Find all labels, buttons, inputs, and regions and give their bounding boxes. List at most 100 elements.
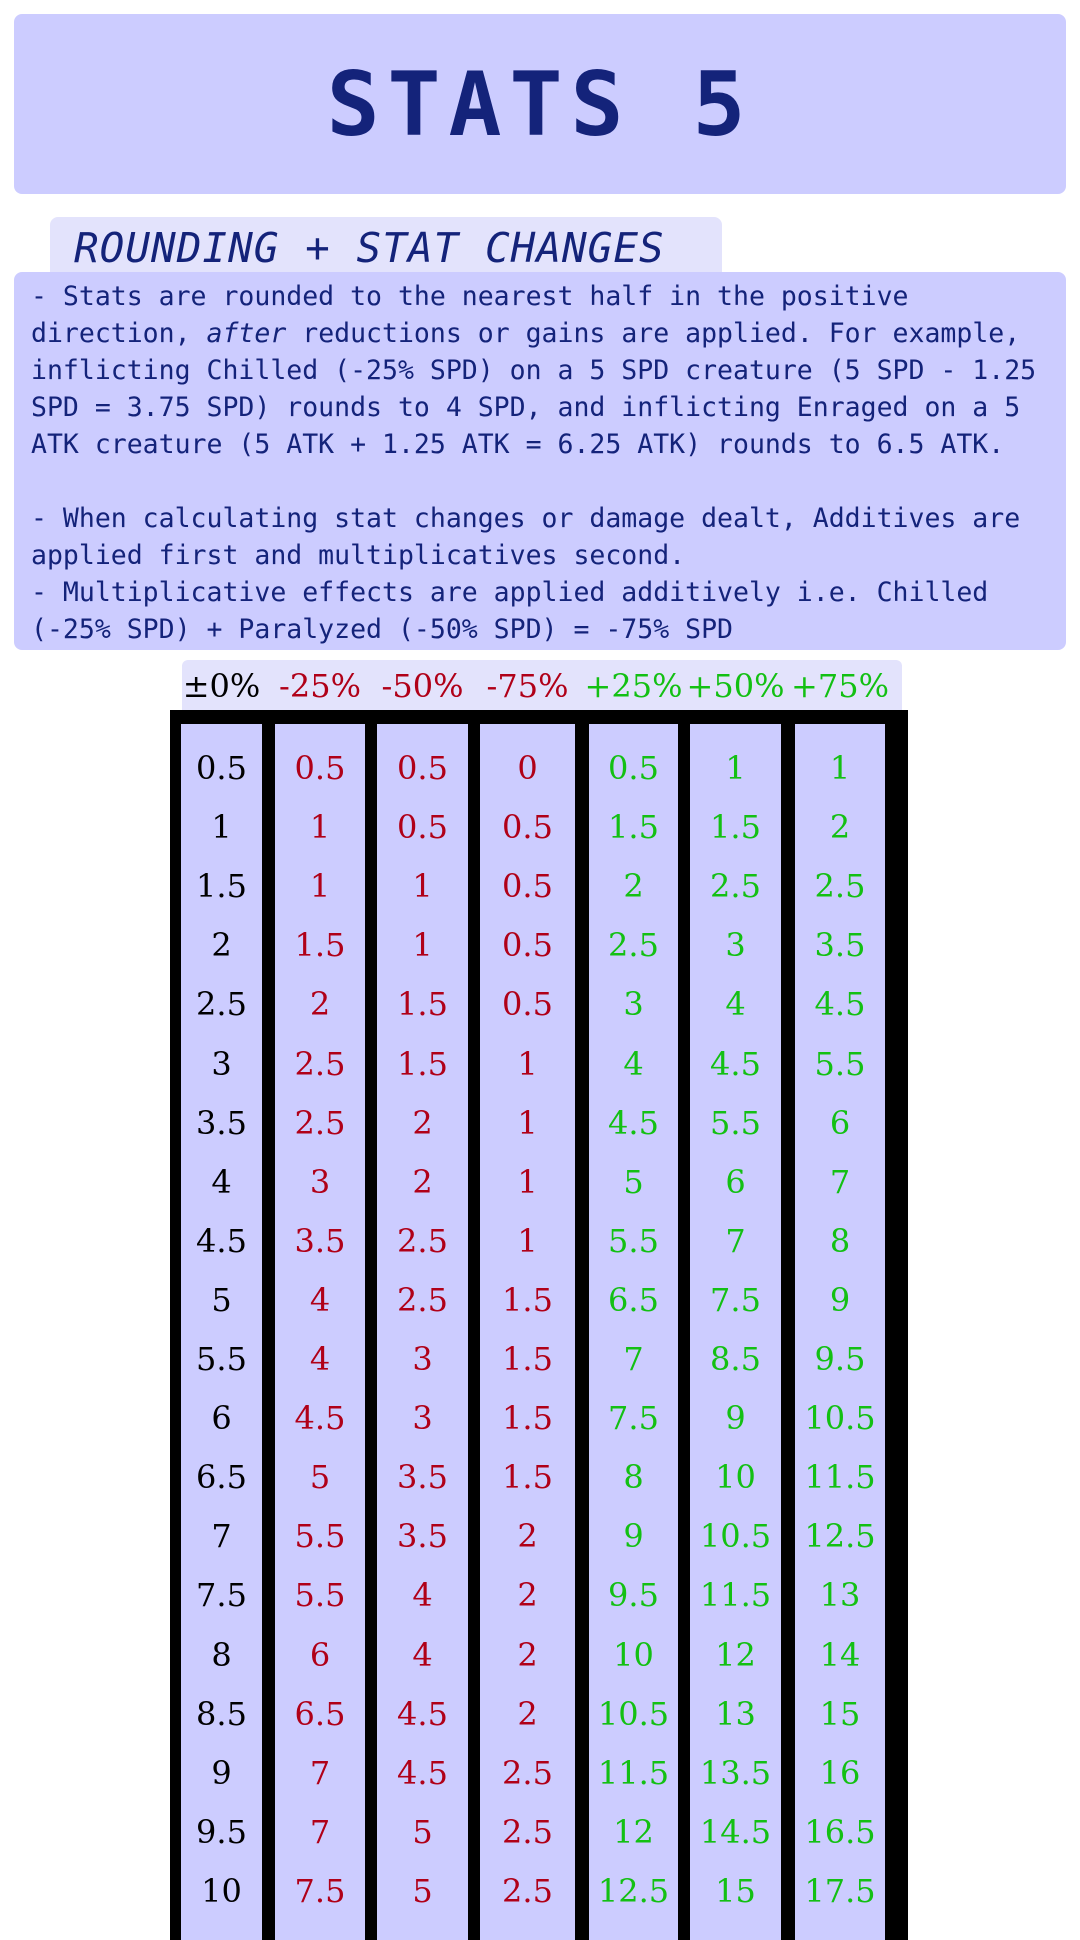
table-cell: 4 [309,1280,331,1319]
table-cell: 7.5 [608,1399,659,1438]
table-cell: 15 [819,1694,861,1733]
table-cell: 6 [211,1399,232,1438]
table-cell: 10.5 [804,1399,876,1438]
table-cell: 2 [412,1103,433,1142]
table-cell: 5.5 [196,1340,247,1378]
table-cell: 11.5 [804,1458,876,1497]
table-cell: 1 [309,867,331,906]
table-cell: 12 [715,1635,756,1674]
table-cell: 5 [412,1871,433,1910]
table-cell: 4.5 [814,985,866,1024]
table-cell: 6.5 [196,1458,247,1497]
table-cell: 5 [623,1162,644,1201]
section-title: ROUNDING + STAT CHANGES [74,224,665,272]
table-cell: 4.5 [196,1221,247,1260]
table-cell: 2.5 [294,1044,346,1083]
table-cell: 4 [725,985,746,1024]
table-cell: 5.5 [814,1044,866,1083]
description-panel: - Stats are rounded to the nearest half … [14,272,1066,650]
table-cell: 9 [725,1399,746,1438]
table-cell: 2 [623,867,644,906]
table-cell: 1.5 [502,1458,553,1497]
table-cell: 8.5 [196,1694,247,1733]
column-header: +25% [584,667,683,705]
table-cell: 3 [211,1044,232,1083]
table-cell: 2.5 [502,1812,553,1851]
table-cell: 7.5 [710,1280,761,1319]
column-header: ±0% [182,667,261,705]
table-cell: 6 [725,1162,746,1201]
table-cell: 8 [829,1221,851,1260]
table-cell: 3.5 [814,926,866,965]
table-cell: 5 [211,1280,232,1319]
table-cell: 10 [715,1458,756,1497]
table-cell: 10 [201,1871,242,1910]
table-cell: 1 [725,749,746,787]
table-cell: 9.5 [814,1340,866,1378]
table-cell: 1.5 [608,808,659,847]
page-title: STATS 5 [326,52,754,156]
table-cell: 0.5 [397,808,448,847]
rounding-rule-text-b: reductions or gains are applied. For exa… [31,318,1037,460]
table-cell: 2 [517,1635,538,1674]
column-header: +75% [791,667,889,705]
table-cell: 10.5 [597,1694,670,1733]
column-header: +50% [686,667,785,705]
table-cell: 16.5 [804,1812,876,1851]
table-cell: 5.5 [710,1103,761,1142]
table-cell: 2 [211,926,232,965]
table-cell: 1 [412,926,433,965]
table-cell: 1 [211,808,232,847]
table-cell: 1 [412,867,433,906]
table-cell: 2.5 [502,1753,553,1792]
table-cell: 1 [829,749,851,787]
multiplicative-rule-paragraph: - Multiplicative effects are applied add… [31,577,989,645]
table-cell: 5.5 [294,1517,346,1556]
table-cell: 12 [613,1812,654,1851]
table-cell: 4.5 [608,1103,659,1142]
table-cell: 4 [623,1044,644,1083]
table-cell: 11.5 [597,1753,670,1792]
table-cell: 11.5 [699,1576,772,1615]
table-cell: 4 [309,1340,331,1378]
table-cell: 1 [517,1221,538,1260]
column-header: -75% [486,667,569,705]
table-cell: 4 [211,1162,232,1201]
table-cell: 6 [829,1103,851,1142]
title-banner: STATS 5 [14,14,1066,194]
table-cell: 2 [829,808,851,847]
table-cell: 3 [725,926,746,965]
table-cell: 0 [517,749,538,787]
table-cell: 2.5 [196,985,247,1024]
table-cell: 3.5 [397,1517,448,1556]
column-header: -25% [279,667,361,705]
table-cell: 7 [309,1753,331,1792]
table-cell: 13.5 [699,1753,772,1792]
table-cell: 15 [715,1871,756,1910]
rounding-rule-paragraph: - Stats are rounded to the nearest half … [31,278,1050,463]
table-cell: 14.5 [699,1812,772,1851]
table-cell: 1.5 [397,1044,448,1083]
table-cell: 6.5 [294,1694,346,1733]
table-cell: 17.5 [804,1871,876,1910]
table-cell: 10.5 [699,1517,772,1556]
table-cell: 0.5 [397,749,448,787]
table-cell: 1 [517,1103,538,1142]
table-cell: 4 [412,1576,433,1615]
table-cell: 8 [623,1458,644,1497]
table-cell: 9 [829,1280,851,1319]
table-cell: 10 [613,1635,654,1674]
table-cell: 1.5 [294,926,346,965]
table-cell: 1.5 [502,1399,553,1438]
table-cell: 8.5 [710,1340,761,1378]
order-rule-paragraph: - When calculating stat changes or damag… [31,503,1021,571]
table-cell: 3.5 [397,1458,448,1497]
table-cell: 5 [309,1458,331,1497]
table-cell: 2 [412,1162,433,1201]
table-cell: 2.5 [608,926,659,965]
